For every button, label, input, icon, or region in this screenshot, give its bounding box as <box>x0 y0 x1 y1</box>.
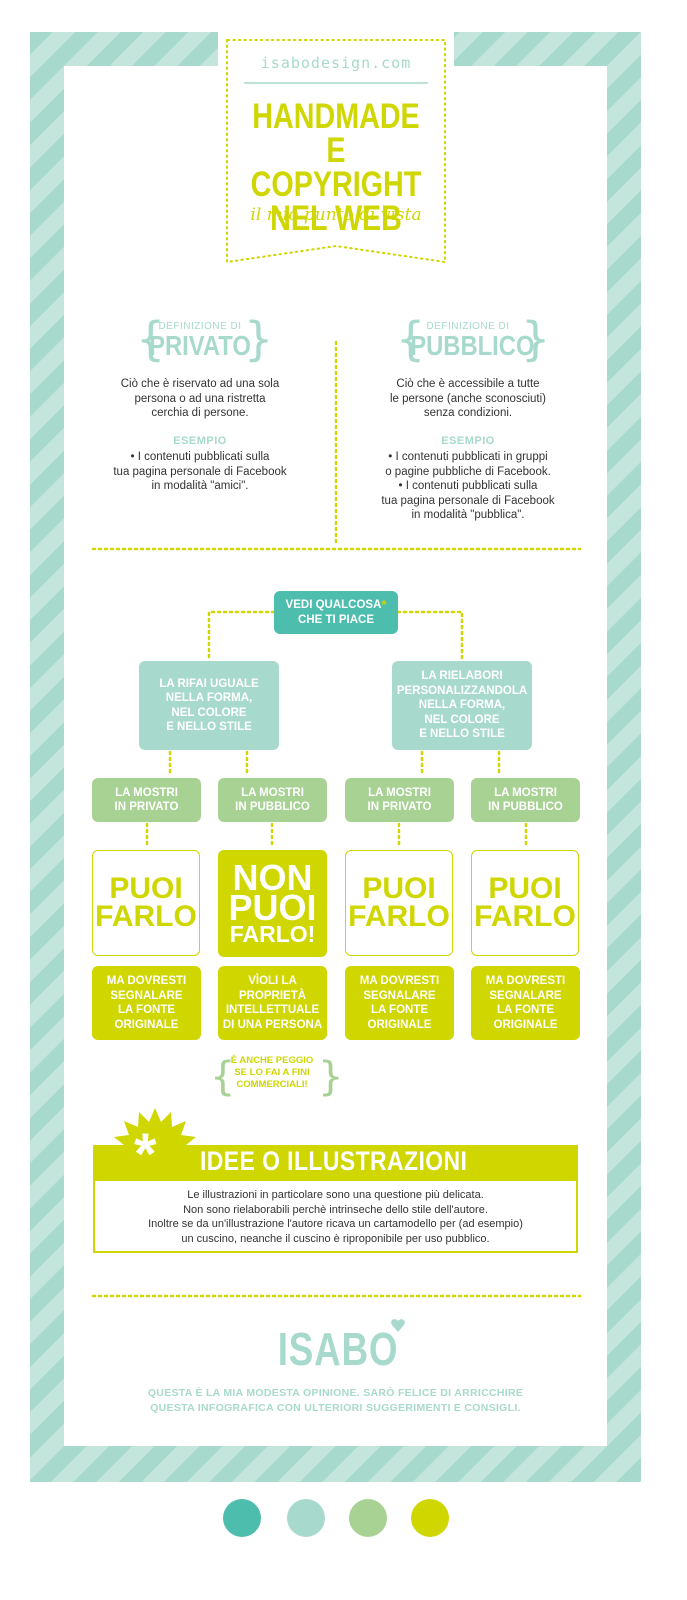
heart-icon <box>391 1319 405 1332</box>
pubblico-example-label: ESEMPIO <box>441 435 495 447</box>
left-brace: { <box>396 312 426 366</box>
palette-dot-teal <box>223 1499 261 1537</box>
svg-text:{: { <box>210 1054 235 1100</box>
ideas-title-bar <box>93 1145 578 1181</box>
asterisk-icon: * <box>381 597 387 612</box>
asterisk-icon: * <box>134 1122 157 1187</box>
right-brace: } <box>244 312 274 366</box>
privato-word: PRIVATO <box>149 330 251 361</box>
ideas-box <box>93 1181 578 1253</box>
ideas-text: Le illustrazioni in particolare sono una… <box>148 1189 523 1245</box>
footer-note: QUESTA È LA MIA MODESTA OPINIONE. SARÒ F… <box>147 1387 524 1414</box>
left-brace: { <box>136 312 166 366</box>
pubblico-word: PUBBLICO <box>410 330 535 361</box>
pubblico-example: • I contenuti pubblicati in gruppi o pag… <box>381 451 555 521</box>
palette-dot-light-teal <box>287 1499 325 1537</box>
main-title: HANDMADE E COPYRIGHT NEL WEB <box>250 97 422 238</box>
privato-label: DEFINIZIONE DI <box>158 321 242 332</box>
isabo-logo: ISABO <box>277 1323 399 1375</box>
privato-example: • I contenuti pubblicati sulla tua pagin… <box>113 451 287 492</box>
privato-definition: Ciò che è riservato ad una sola persona … <box>120 378 280 419</box>
site-url: isabodesign.com <box>260 54 412 72</box>
subtitle: il mio punto di vista <box>250 205 422 225</box>
branch-copy-box: LA RIFAI UGUALE NELLA FORMA, NEL COLORE … <box>139 661 279 750</box>
pubblico-definition: Ciò che è accessibile a tutte le persone… <box>390 378 546 419</box>
palette-dot-green <box>349 1499 387 1537</box>
verdict-forbidden: NON PUOI FARLO! <box>218 850 327 957</box>
ideas-title: IDEE O ILLUSTRAZIONI <box>200 1146 468 1176</box>
svg-text:}: } <box>318 1054 343 1100</box>
starburst-shape <box>114 1108 196 1145</box>
start-box: VEDI QUALCOSA* CHE TI PIACE <box>274 591 398 634</box>
pubblico-label: DEFINIZIONE DI <box>426 321 510 332</box>
palette-dot-lime <box>411 1499 449 1537</box>
branch-rework-box: LA RIELABORI PERSONALIZZANDOLA NELLA FOR… <box>392 661 532 750</box>
right-brace: } <box>521 312 551 366</box>
privato-example-label: ESEMPIO <box>173 435 227 447</box>
